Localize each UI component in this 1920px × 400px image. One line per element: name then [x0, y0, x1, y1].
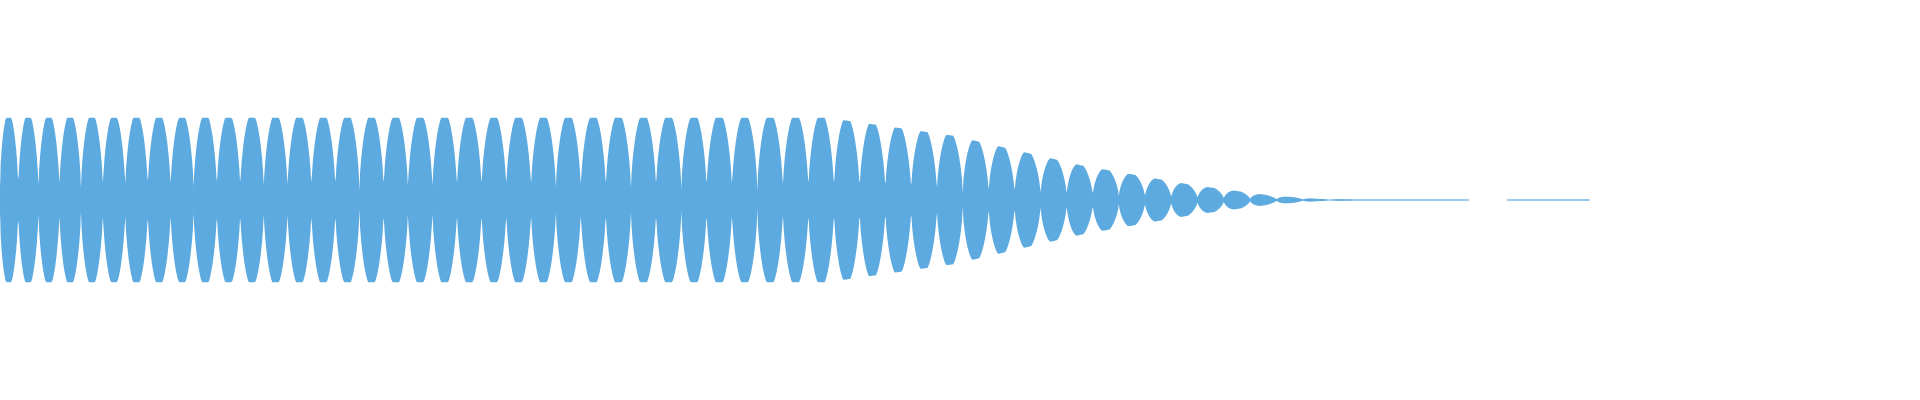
waveform-shape — [0, 117, 1383, 283]
waveform-body — [0, 117, 1383, 283]
